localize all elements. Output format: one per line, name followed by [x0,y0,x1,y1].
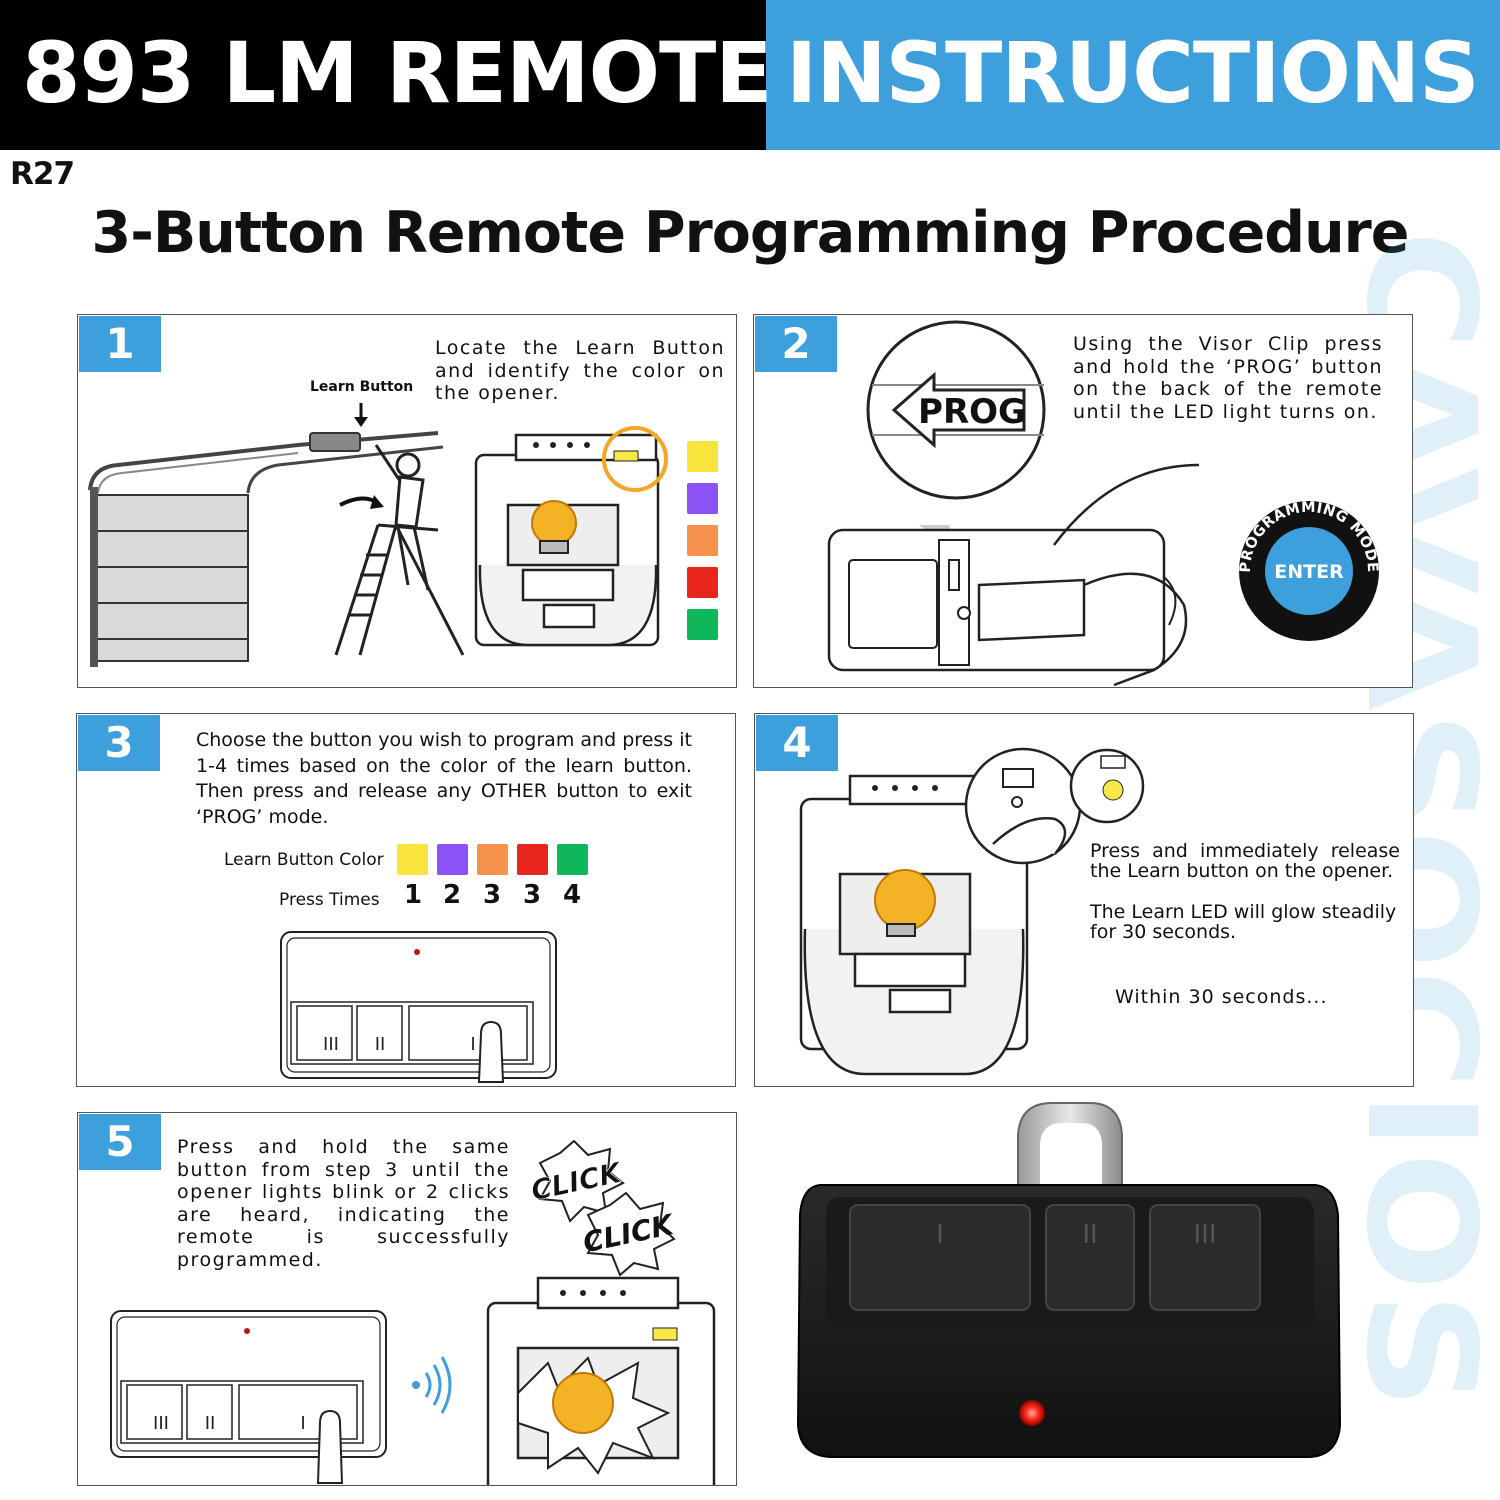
step-4-text-c: Within 30 seconds... [1115,986,1328,1008]
remote5-btn-ii: II [205,1413,216,1434]
press-times-3b: 3 [523,880,542,910]
press-times-label: Press Times [279,890,380,910]
swatch-red [687,567,718,598]
learn-button-illustration [799,747,1145,1076]
product-btn-iii: III [1193,1220,1216,1250]
step-5-number: 5 [79,1114,161,1170]
header-left-band [0,0,766,150]
step-1-text: Locate the Learn Button and identify the… [435,337,725,404]
press-times-4: 4 [563,880,582,910]
step-2-text: Using the Visor Clip press and hold the … [1073,333,1383,423]
header-right-band [766,0,1500,150]
swatch-orange [687,525,718,556]
step-1-panel: 1 Locate the Learn Button and identify t… [77,314,737,688]
product-btn-i: I [936,1220,944,1250]
learn-color-label: Learn Button Color [224,850,384,870]
step-2-panel: 2 Using the Visor Clip press and hold th… [753,314,1413,688]
swatch-green [687,609,718,640]
remote-front-illustration: III II I [280,931,557,1083]
product-btn-ii: II [1082,1220,1097,1250]
step-3-text: Choose the button you wish to program an… [196,729,692,828]
header-left-title: 893 LM REMOTE [22,24,773,122]
step3-swatch-yellow [397,844,428,875]
remote-btn-i: I [470,1034,475,1055]
step3-swatch-red [517,844,548,875]
step3-swatch-orange [477,844,508,875]
badge-enter: ENTER [1274,561,1344,583]
program-confirm-illustration: CLICK CLICK III II I [110,1139,716,1485]
header-right-title: INSTRUCTIONS [786,24,1480,122]
step-5-text: Press and hold the same button from step… [177,1136,510,1271]
page-title: 3-Button Remote Programming Procedure [91,200,1410,266]
press-times-1: 1 [404,880,423,910]
step-4-number: 4 [756,715,838,771]
product-led [1019,1400,1045,1426]
step-4-text-b: The Learn LED will glow steadily for 30 … [1090,901,1397,943]
step3-swatch-green [557,844,588,875]
press-times-3: 3 [483,880,502,910]
step-1-number: 1 [79,316,161,372]
garage-illustration [88,403,668,667]
remote5-btn-iii: III [153,1413,169,1434]
swatch-purple [687,483,718,514]
sku-code: R27 [10,156,75,192]
press-times-2: 2 [443,880,462,910]
learn-button-callout: Learn Button [310,379,414,395]
step3-swatch-purple [437,844,468,875]
remote-btn-iii: III [323,1034,339,1055]
step-2-number: 2 [755,316,837,372]
visor-clip-illustration: PROGRAMMING MODE ENTER PROG [827,320,1380,687]
step-5-panel: 5 Press and hold the same button from st… [77,1112,737,1486]
remote5-btn-i: I [300,1413,305,1434]
step-4-panel: 4 Press and immediately release the Lear… [754,713,1414,1087]
swatch-yellow [687,441,718,472]
prog-label: PROG [918,392,1026,432]
remote-btn-ii: II [375,1034,386,1055]
step-3-panel: 3 Choose the button you wish to program … [76,713,736,1087]
step-4-text-a: Press and immediately release the Learn … [1090,840,1400,882]
product-remote-photo: I II III [796,1102,1342,1458]
step-3-number: 3 [78,715,160,771]
